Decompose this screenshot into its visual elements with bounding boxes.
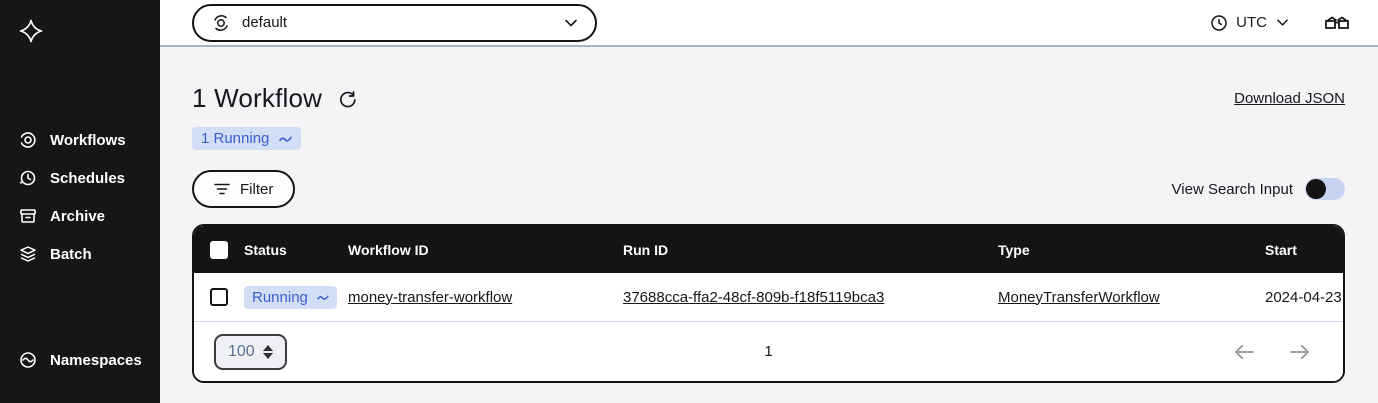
page-size-value: 100 [228, 342, 255, 360]
sidebar-item-label: Workflows [50, 131, 126, 149]
namespace-icon [214, 14, 228, 31]
column-header-run-id: Run ID [623, 241, 669, 258]
namespaces-icon [20, 352, 36, 368]
column-header-status: Status [244, 241, 287, 258]
pulse-icon [279, 136, 293, 142]
toggle-knob [1306, 179, 1326, 199]
workflow-id-cell: money-transfer-workflow [348, 289, 623, 306]
timezone-label: UTC [1236, 14, 1267, 31]
topbar: default UTC [160, 0, 1378, 47]
pagination-inner: 100 1 [214, 333, 1323, 370]
running-count-badge: 1 Running [192, 127, 302, 150]
namespace-select-value: default [242, 14, 288, 31]
sidebar-item-workflows[interactable]: Workflows [0, 121, 160, 159]
run-id-cell: 37688cca-ffa2-48cf-809b-f18f5119bca3 [623, 289, 998, 306]
running-count-label: 1 Running [201, 130, 270, 147]
workflow-id-link[interactable]: money-transfer-workflow [348, 288, 513, 306]
stepper-arrows-icon [262, 344, 273, 359]
arrow-left-icon [1235, 344, 1254, 359]
refresh-button[interactable] [338, 89, 358, 109]
column-header-type: Type [998, 241, 1030, 258]
timezone-select[interactable]: UTC [1210, 14, 1290, 32]
status-badge: Running [244, 285, 337, 309]
filter-button-label: Filter [240, 180, 274, 198]
start-cell: 2024-04-23 U [1265, 288, 1343, 306]
sidebar-nav: Workflows Schedules Archive B [0, 121, 160, 273]
next-page-button[interactable] [1289, 344, 1311, 360]
sidebar-item-batch[interactable]: Batch [0, 235, 160, 273]
row-checkbox[interactable] [210, 288, 228, 306]
temporal-logo[interactable] [0, 18, 160, 49]
sidebar-item-label: Archive [50, 207, 106, 225]
view-search-input-toggle[interactable] [1305, 178, 1345, 200]
sidebar-nav-bottom: Namespaces [0, 341, 160, 379]
table-row[interactable]: Running money-transfer-workflow 37688cca… [194, 273, 1343, 321]
type-cell: MoneyTransferWorkflow [998, 289, 1265, 306]
select-all-cell [194, 240, 244, 259]
view-search-input-wrap: View Search Input [1172, 178, 1345, 200]
chevron-down-icon [1277, 19, 1288, 26]
previous-page-button[interactable] [1233, 344, 1255, 360]
heading-row: 1 Workflow Download JSON [192, 83, 1345, 114]
workflows-icon [20, 132, 36, 148]
workflows-table: Status Workflow ID Run ID Type Start Run… [192, 224, 1345, 383]
schedules-icon [19, 170, 36, 186]
sidebar-item-archive[interactable]: Archive [0, 197, 160, 235]
refresh-icon [340, 90, 356, 107]
arrow-right-icon [1290, 344, 1309, 359]
topbar-right: UTC [1210, 13, 1350, 33]
page-number: 1 [764, 343, 773, 360]
download-json-link[interactable]: Download JSON [1234, 90, 1345, 107]
filter-icon [214, 183, 230, 195]
pagination-arrows [1233, 344, 1323, 360]
view-search-input-label: View Search Input [1171, 180, 1293, 198]
main-area: default UTC [160, 0, 1378, 403]
page-title: 1 Workflow [192, 83, 323, 113]
sidebar-item-label: Schedules [50, 169, 126, 187]
filter-button[interactable]: Filter [192, 170, 296, 208]
type-link[interactable]: MoneyTransferWorkflow [998, 288, 1160, 306]
table-header-row: Status Workflow ID Run ID Type Start [194, 226, 1343, 273]
run-id-link[interactable]: 37688cca-ffa2-48cf-809b-f18f5119bca3 [623, 288, 885, 306]
sidebar-item-schedules[interactable]: Schedules [0, 159, 160, 197]
column-header-start: Start [1265, 241, 1297, 258]
sidebar-item-label: Namespaces [50, 351, 142, 369]
filter-row: Filter View Search Input [192, 170, 1345, 208]
pagination-bar: 100 1 [194, 321, 1343, 381]
clock-icon [1211, 14, 1227, 31]
sidebar-item-label: Batch [50, 245, 92, 263]
status-badge-label: Running [252, 288, 308, 306]
sidebar: Workflows Schedules Archive B [0, 0, 160, 403]
namespace-select[interactable]: default [192, 3, 597, 42]
select-all-checkbox[interactable] [210, 240, 228, 259]
chevron-down-icon [565, 19, 577, 26]
batch-icon [20, 246, 36, 262]
archive-icon [20, 209, 36, 223]
row-checkbox-cell [194, 288, 244, 306]
pulse-icon [317, 294, 329, 300]
glasses-icon [1325, 16, 1349, 29]
page-size-select[interactable]: 100 [214, 333, 287, 370]
sidebar-item-namespaces[interactable]: Namespaces [0, 341, 160, 379]
content: 1 Workflow Download JSON 1 Running [160, 47, 1378, 403]
labs-mode-button[interactable] [1324, 13, 1350, 33]
column-header-workflow-id: Workflow ID [348, 241, 429, 258]
temporal-logo-icon [19, 19, 43, 43]
status-cell: Running [244, 285, 348, 309]
